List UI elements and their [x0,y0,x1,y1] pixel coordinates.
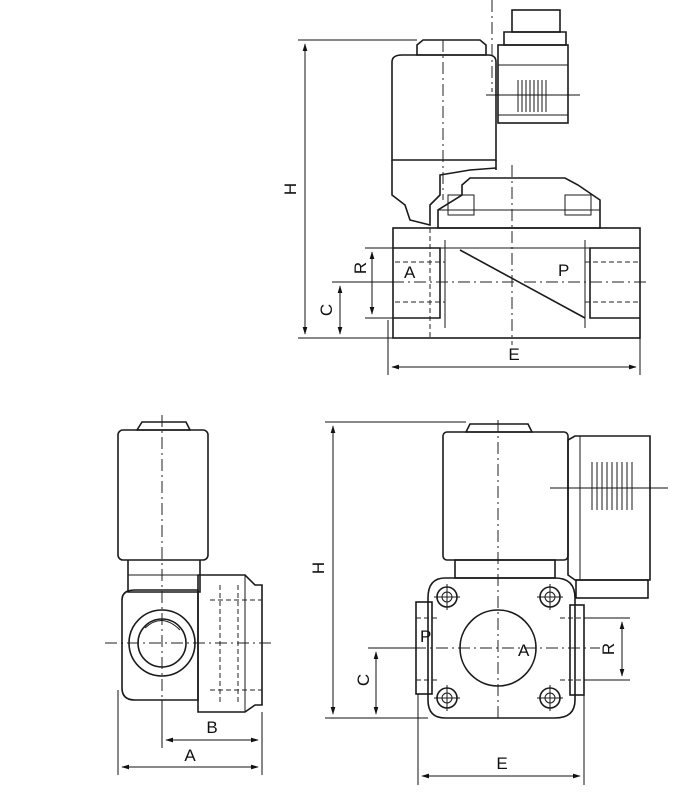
front-coil-body [442,431,569,561]
front-view: P A H C R E [309,420,668,785]
side-coil-body [117,429,209,561]
top-dim-h: H [281,183,300,195]
top-port-p-label: P [558,261,569,280]
coil-cap [416,39,487,56]
front-dim-e: E [496,754,507,773]
front-dim-c: C [354,674,373,686]
connector-body [497,44,569,124]
side-dim-a: A [184,746,196,765]
side-flange [197,574,263,713]
front-coil-cap [464,423,534,433]
top-port-a-label: A [404,263,416,282]
front-port-p-label: P [420,627,431,646]
top-dim-r: R [351,262,370,274]
valve-bonnet [437,177,601,229]
front-connector [567,435,651,581]
front-dim-h: H [309,562,328,574]
top-view: A P H C R E [281,0,650,375]
front-body-flange [427,577,576,719]
front-bolts [434,584,563,711]
connector-screw [511,9,561,33]
top-dim-c: C [317,304,336,316]
front-port-a-label: A [518,641,530,660]
front-central-bore [459,609,537,687]
valve-body [392,227,641,339]
side-coil-cap [135,421,192,431]
side-view: B A [105,415,275,775]
side-dim-b: B [206,718,217,737]
top-dim-e: E [508,345,519,364]
front-dim-r: R [599,643,618,655]
coil-body [391,54,497,161]
